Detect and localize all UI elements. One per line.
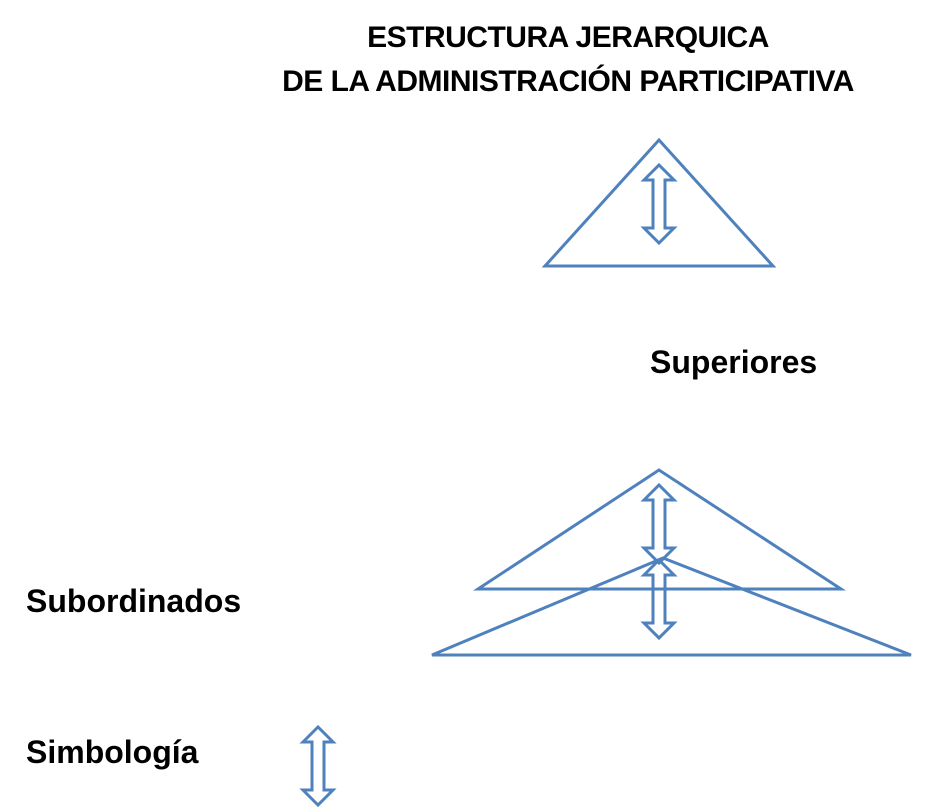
middle-pyramid-double-arrow-icon	[642, 483, 676, 565]
diagram-title: ESTRUCTURA JERARQUICA DE LA ADMINISTRACI…	[240, 16, 896, 104]
bottom-pyramid-double-arrow-icon	[642, 558, 676, 640]
title-line-2: DE LA ADMINISTRACIÓN PARTICIPATIVA	[282, 65, 854, 98]
superiores-label: Superiores	[650, 344, 818, 380]
top-pyramid-double-arrow-icon	[642, 163, 676, 245]
bottom-pyramid-triangle	[431, 556, 912, 657]
simbologia-label: Simbología	[26, 734, 199, 770]
middle-pyramid-triangle	[472, 468, 847, 591]
top-pyramid-triangle	[541, 137, 777, 268]
subordinados-label: Subordinados	[26, 583, 242, 619]
title-line-1: ESTRUCTURA JERARQUICA	[367, 21, 769, 54]
legend-double-arrow-icon	[301, 725, 335, 807]
